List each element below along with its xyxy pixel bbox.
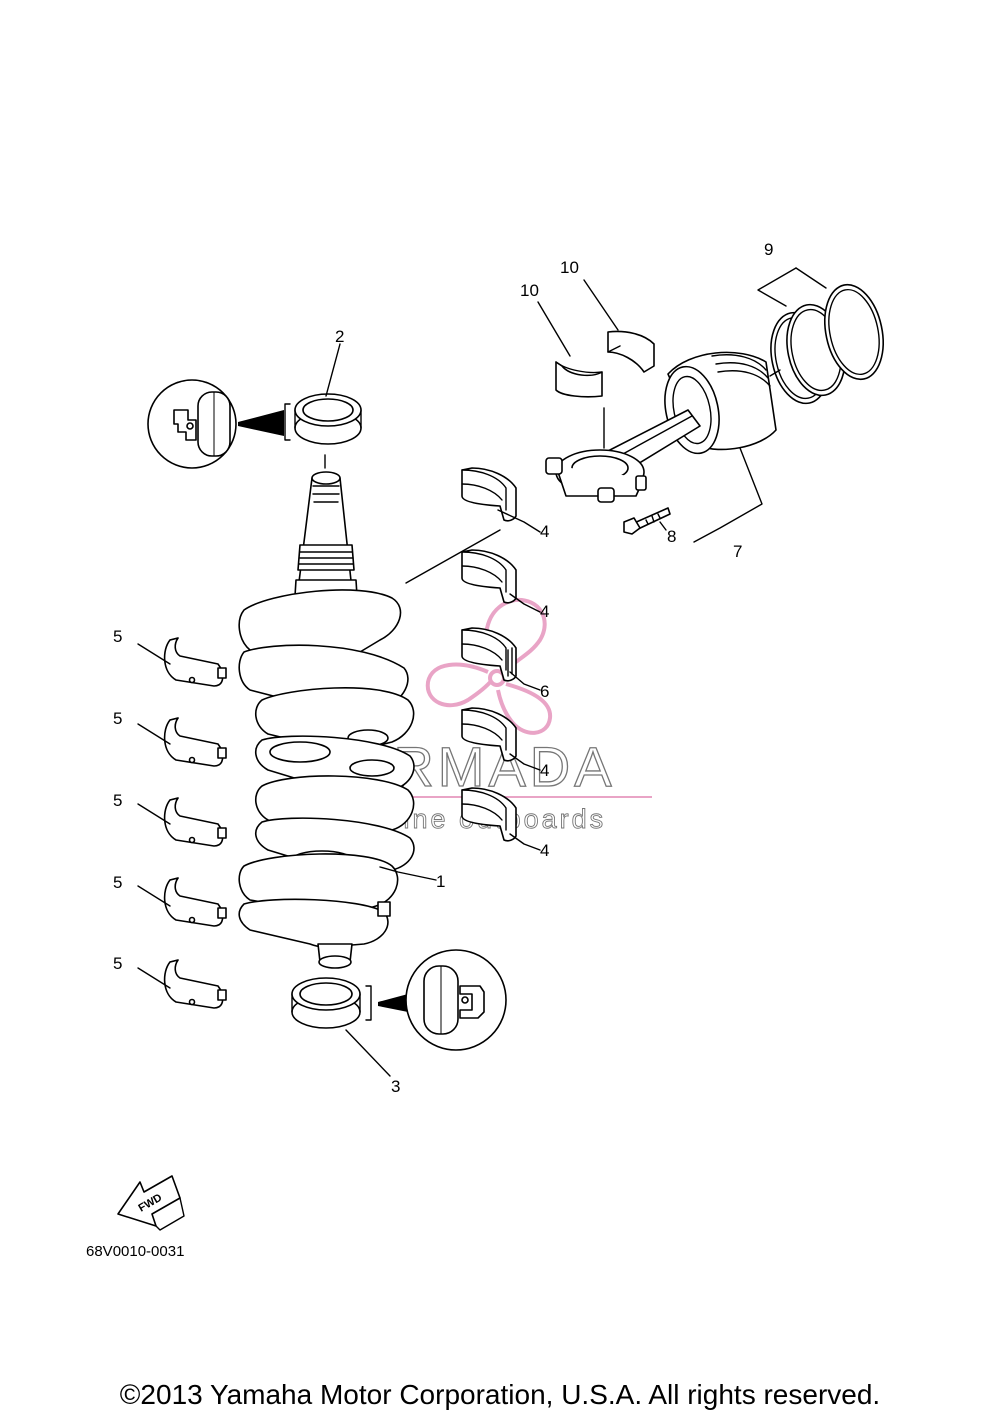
copyright-notice: ©2013 Yamaha Motor Corporation, U.S.A. A… bbox=[119, 1379, 881, 1410]
callout-3: 3 bbox=[391, 1077, 400, 1096]
drawing-code: 68V0010-0031 bbox=[86, 1243, 184, 1260]
detail-lower-seal bbox=[378, 949, 507, 1051]
callout-8: 8 bbox=[667, 527, 676, 546]
propeller-blade-top bbox=[484, 597, 547, 674]
bearing-5-b bbox=[163, 717, 227, 767]
part-5-bearings bbox=[163, 637, 227, 1009]
callout-4b: 4 bbox=[540, 602, 549, 621]
callout-4d: 4 bbox=[540, 841, 549, 860]
callout-5e: 5 bbox=[113, 954, 122, 973]
callout-5d: 5 bbox=[113, 873, 122, 892]
propeller-blade-right bbox=[496, 682, 553, 735]
callout-6: 6 bbox=[540, 682, 549, 701]
callout-4a: 4 bbox=[540, 522, 549, 541]
callout-9: 9 bbox=[764, 240, 773, 259]
callout-5b: 5 bbox=[113, 709, 122, 728]
part-7-connecting-rod-piston bbox=[545, 351, 777, 503]
bearing-5-a bbox=[163, 637, 227, 687]
callout-10a: 10 bbox=[560, 258, 579, 277]
bearing-5-d bbox=[163, 877, 227, 927]
callout-7: 7 bbox=[733, 542, 742, 561]
propeller-blade-left bbox=[425, 662, 494, 708]
bearing-4-a bbox=[461, 467, 517, 522]
callout-numbers: 1 2 3 4 4 4 4 5 5 5 5 5 6 7 8 9 10 10 bbox=[113, 240, 773, 1096]
part-4-6-bearings bbox=[461, 467, 517, 842]
bearing-4-b bbox=[461, 549, 517, 604]
part-9-piston-rings bbox=[770, 283, 884, 405]
bearing-4-d bbox=[461, 787, 517, 842]
bearing-4-c bbox=[461, 707, 517, 762]
callout-5c: 5 bbox=[113, 791, 122, 810]
leader-lines bbox=[137, 267, 827, 1077]
part-2-upper-oil-seal bbox=[294, 393, 362, 469]
callout-5a: 5 bbox=[113, 627, 122, 646]
callout-1: 1 bbox=[436, 872, 445, 891]
propeller-logo-icon bbox=[425, 597, 553, 735]
callout-2: 2 bbox=[335, 327, 344, 346]
callout-4c: 4 bbox=[540, 761, 549, 780]
callout-10b: 10 bbox=[520, 281, 539, 300]
detail-upper-seal bbox=[147, 379, 291, 469]
part-8-rod-bolt bbox=[623, 507, 671, 535]
bearing-6 bbox=[461, 627, 517, 682]
part-10-rod-bearings bbox=[555, 330, 655, 398]
bearing-5-c bbox=[163, 797, 227, 847]
fwd-arrow-icon: FWD bbox=[117, 1175, 185, 1231]
bearing-5-e bbox=[163, 959, 227, 1009]
part-3-lower-oil-seal bbox=[291, 977, 372, 1029]
part-1-crankshaft bbox=[238, 471, 415, 969]
